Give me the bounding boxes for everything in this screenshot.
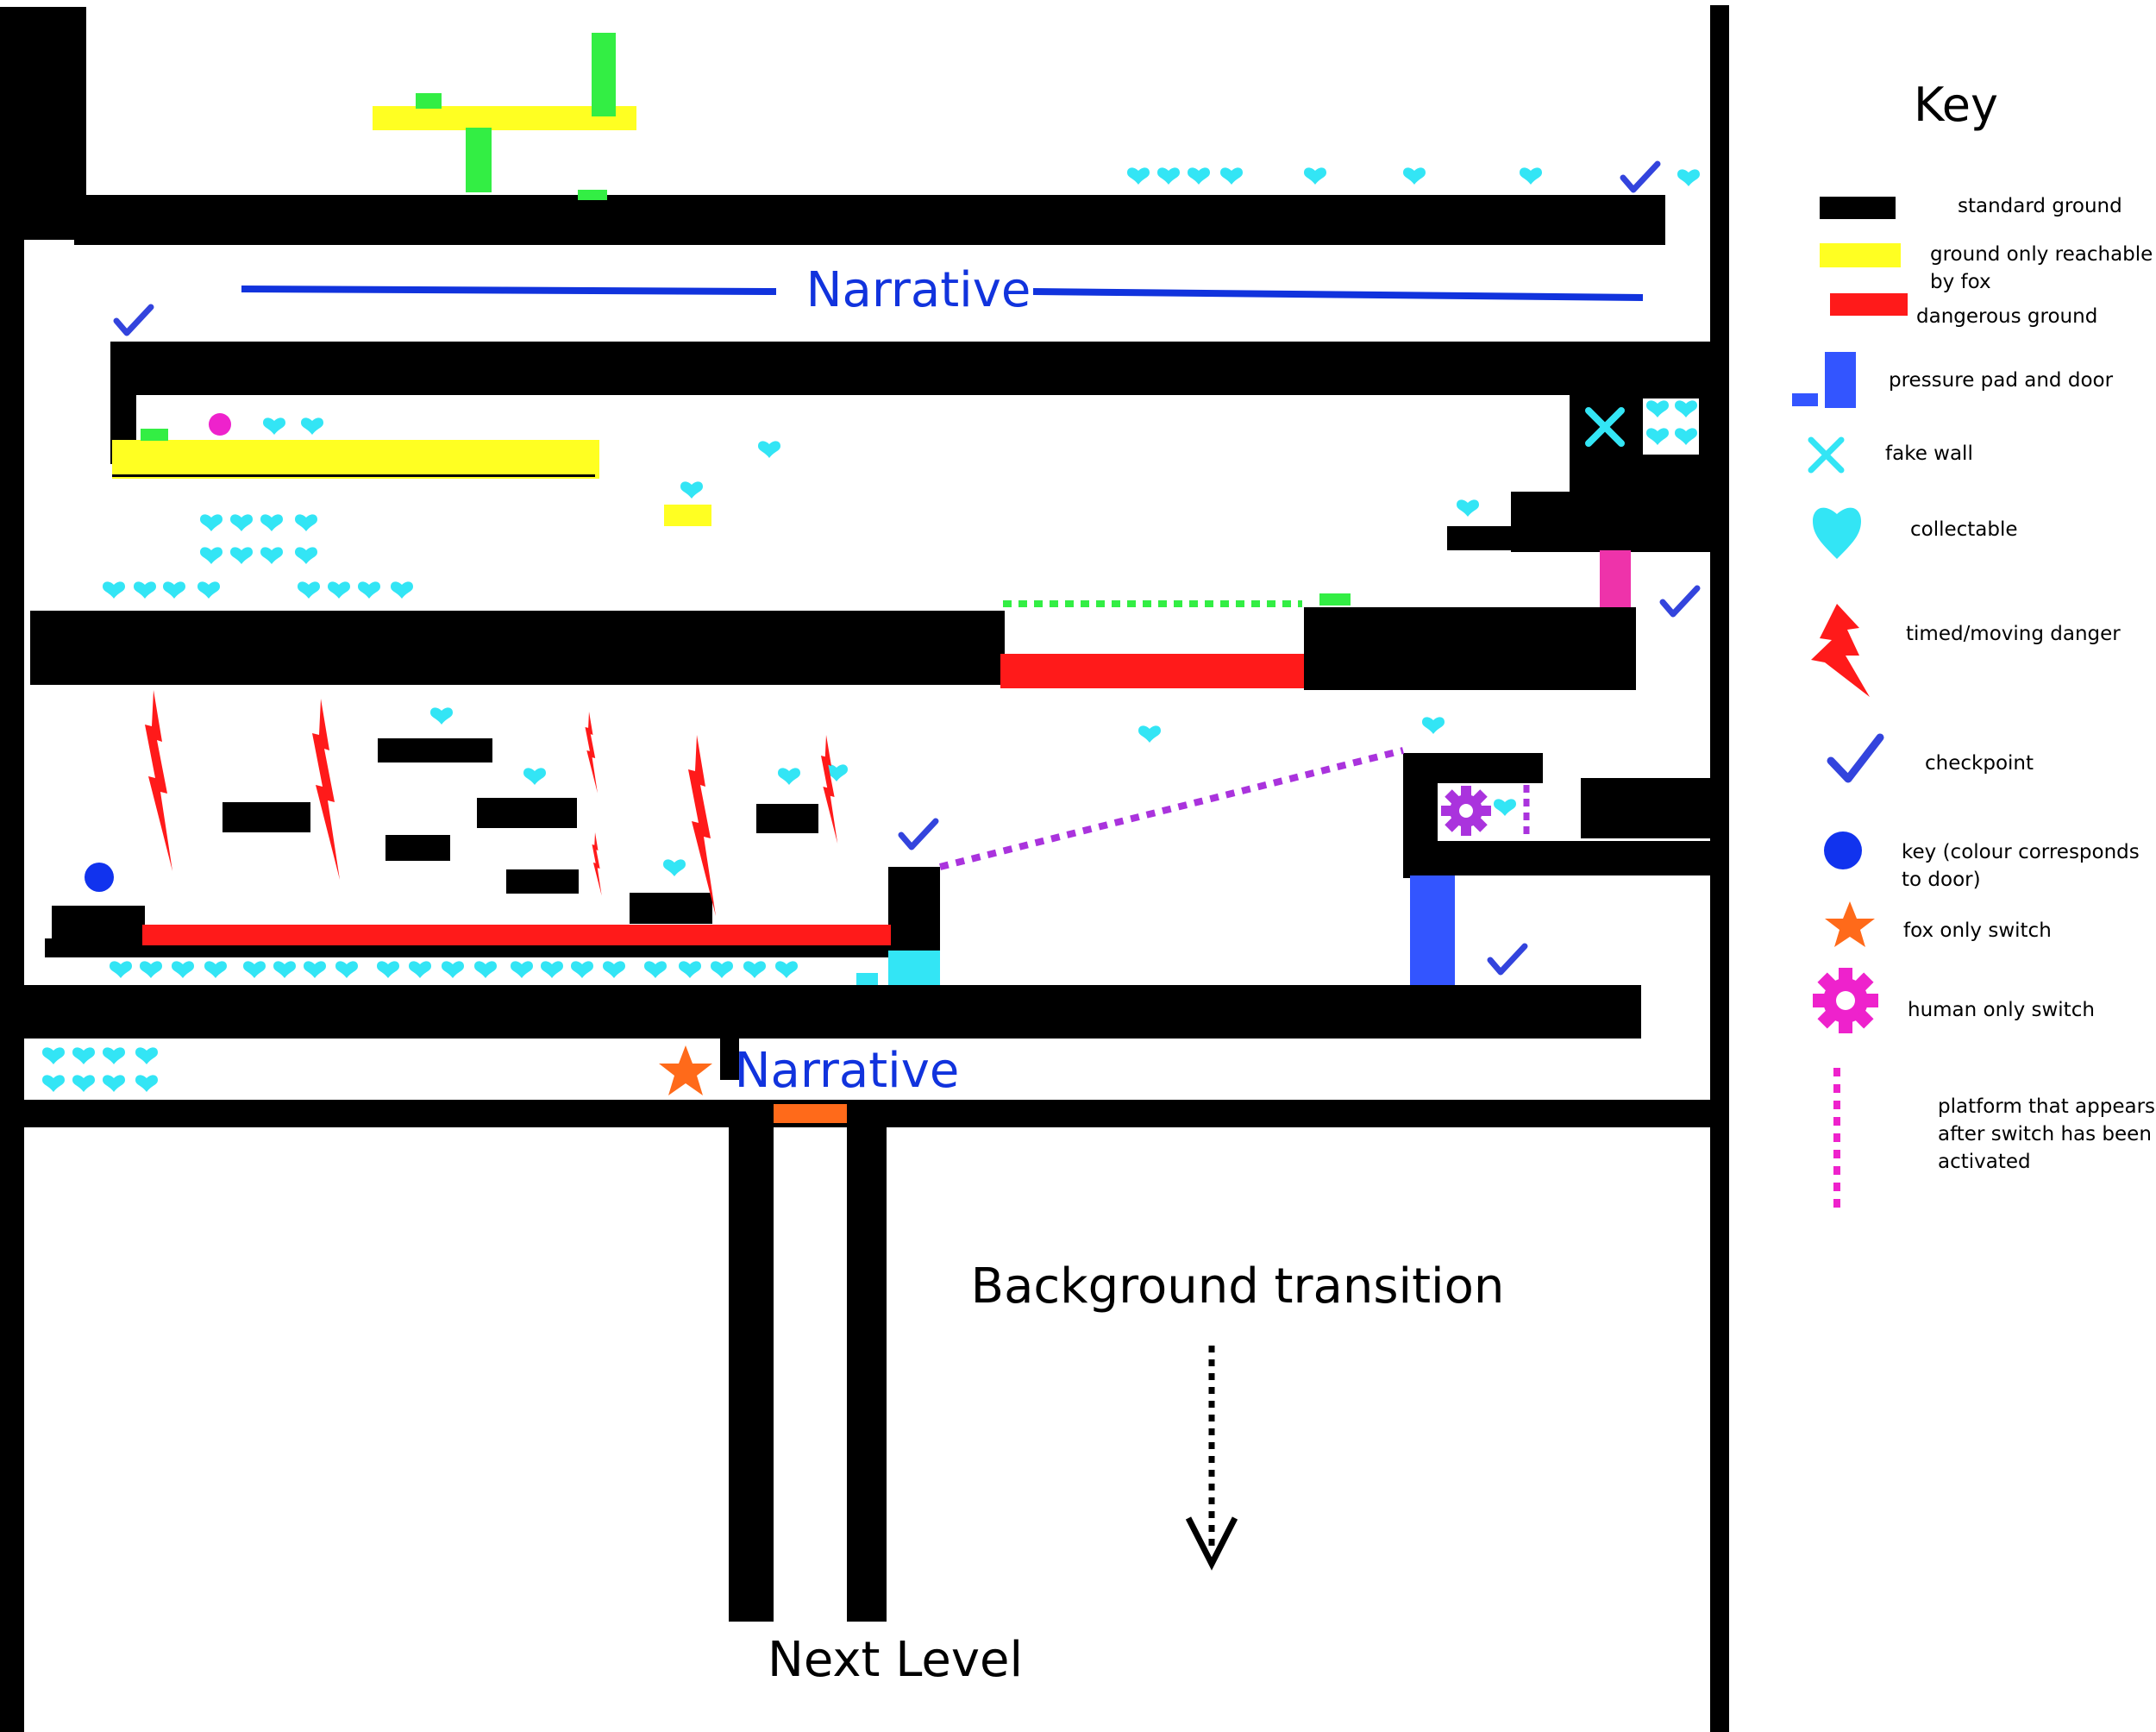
legend-label-fox-ground-2: by fox <box>1930 271 1991 293</box>
legend-label-dangerous-ground: dangerous ground <box>1916 305 2097 328</box>
legend-label-fox-ground-1: ground only reachable <box>1930 243 2153 266</box>
narrative-lines <box>241 286 1644 301</box>
legend: Key standard grou <box>1792 78 2155 1212</box>
cyan-block <box>888 951 940 985</box>
fake-wall-icon <box>1585 407 1625 447</box>
legend-black-bar <box>1820 197 1896 219</box>
pink-key <box>209 413 231 436</box>
legend-heart-icon <box>1813 507 1861 559</box>
blue-key <box>85 863 114 892</box>
background-transition-label: Background transition <box>971 1258 1505 1315</box>
legend-title: Key <box>1914 78 1998 132</box>
transition-arrow <box>1185 1346 1238 1571</box>
dangerous-ground <box>142 654 1304 945</box>
legend-star-icon <box>1825 901 1875 947</box>
fox-gate <box>774 1104 847 1123</box>
fox-switch-star <box>659 1045 712 1095</box>
legend-label-key-2: to door) <box>1902 869 1981 891</box>
legend-label-platform-1: platform that appears <box>1938 1095 2155 1118</box>
fox-only-ground <box>112 106 711 526</box>
legend-label-timed-danger: timed/moving danger <box>1906 623 2121 645</box>
pink-door <box>1600 550 1631 607</box>
human-switch-gear <box>1441 786 1491 836</box>
legend-circle-icon <box>1824 831 1862 869</box>
legend-label-standard-ground: standard ground <box>1958 195 2122 217</box>
legend-gear-icon <box>1813 968 1878 1033</box>
legend-label-fake-wall: fake wall <box>1885 442 1973 465</box>
legend-label-checkpoint: checkpoint <box>1925 752 2034 775</box>
next-level-label: Next Level <box>768 1632 1023 1688</box>
legend-label-platform-3: activated <box>1938 1151 2031 1173</box>
legend-yellow-bar <box>1820 243 1901 267</box>
standard-ground <box>0 5 1729 1732</box>
legend-label-pressure-pad: pressure pad and door <box>1889 369 2114 392</box>
green-pressure-elements <box>141 33 1351 606</box>
legend-label-platform-2: after switch has been <box>1938 1123 2152 1145</box>
legend-label-key-1: key (colour corresponds <box>1902 841 2140 863</box>
narrative-label-bottom: Narrative <box>735 1043 960 1099</box>
legend-pressure-pad-door-icon <box>1792 352 1856 408</box>
legend-cross-icon <box>1808 436 1845 474</box>
blue-door <box>1410 875 1455 985</box>
legend-label-collectable: collectable <box>1910 518 2018 541</box>
fox-ground-underline <box>112 474 595 477</box>
legend-checkmark-icon <box>1827 733 1884 783</box>
legend-label-human-switch: human only switch <box>1908 999 2095 1021</box>
switch-platform <box>939 747 1404 870</box>
legend-label-fox-switch: fox only switch <box>1903 919 2052 942</box>
legend-red-bar <box>1830 293 1908 316</box>
narrative-label-top: Narrative <box>806 262 1031 318</box>
legend-lightning-icon <box>1811 604 1870 697</box>
cyan-pad <box>856 973 878 985</box>
